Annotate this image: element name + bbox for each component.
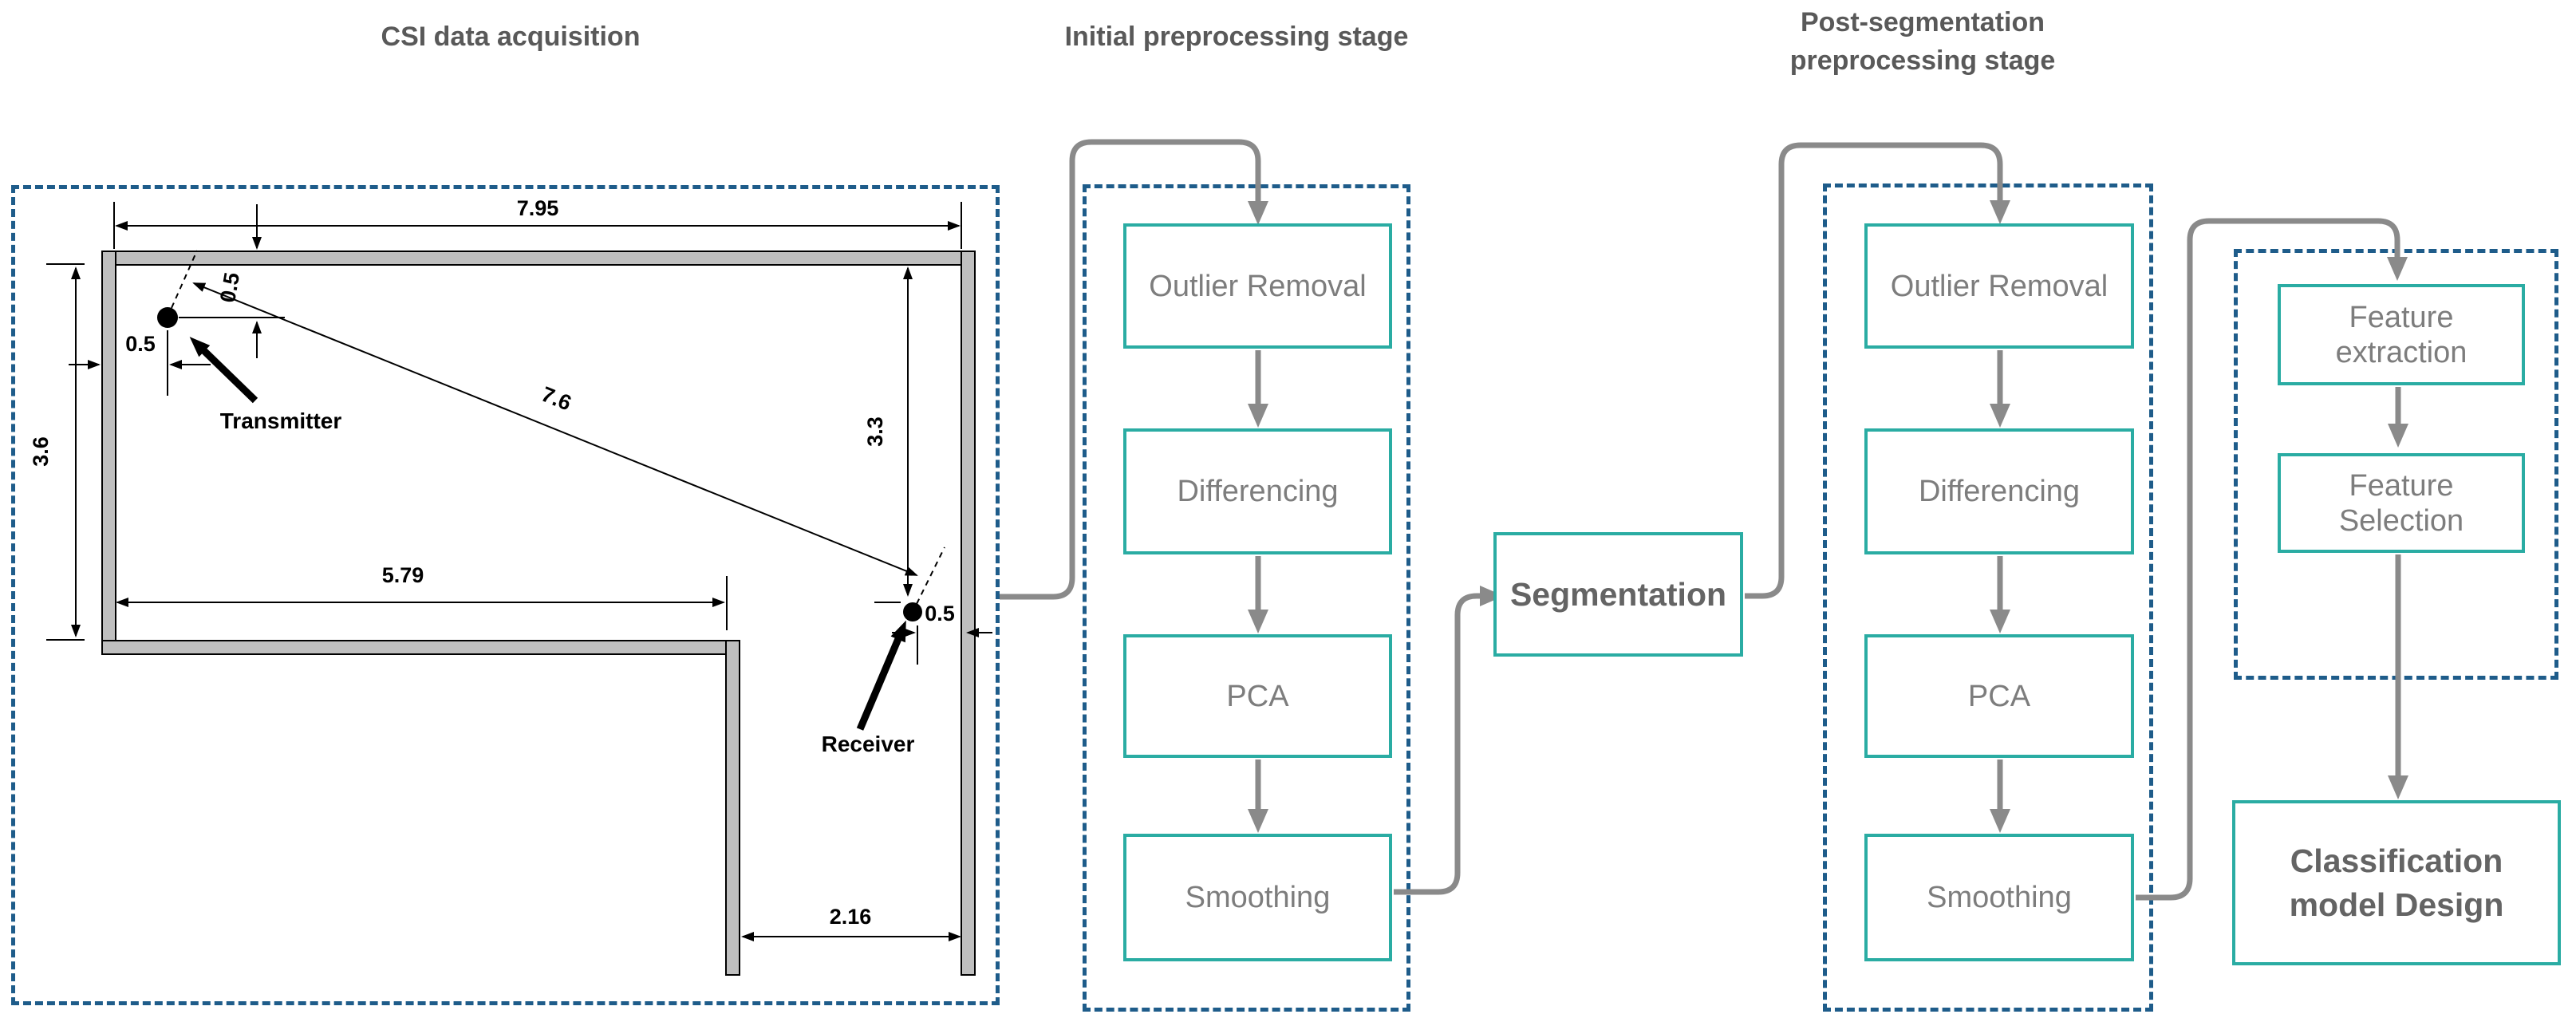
tx-extension-dashed <box>171 250 198 309</box>
box-post-smoothing: Smoothing <box>1864 834 2134 961</box>
panel-initial-preprocessing <box>1083 184 1410 1012</box>
dim-label-rx-offset: 0.5 <box>925 602 955 625</box>
receiver-dot <box>903 602 922 621</box>
title-csi-data-acquisition: CSI data acquisition <box>381 22 641 52</box>
box-segmentation: Segmentation <box>1493 532 1743 657</box>
connector-initial-to-segmentation <box>1394 586 1504 895</box>
box-post-pca: PCA <box>1864 634 2134 758</box>
transmitter-label: Transmitter <box>220 408 342 433</box>
box-feature-extraction: Feature extraction <box>2278 284 2525 385</box>
feature-extraction-line2: extraction <box>2335 335 2468 369</box>
transmitter-pointer-arrow <box>189 337 258 404</box>
classification-line2: model Design <box>2289 886 2504 923</box>
box-initial-smoothing: Smoothing <box>1123 834 1392 961</box>
wall-left <box>101 251 116 655</box>
rx-extension-dashed <box>916 546 945 605</box>
wall-right <box>961 251 976 976</box>
wall-corridor <box>725 640 740 976</box>
title-post-segmentation-line2: preprocessing stage <box>1789 45 2056 76</box>
box-post-outlier-removal: Outlier Removal <box>1864 223 2134 349</box>
title-post-segmentation-line1: Post-segmentation <box>1800 7 2045 37</box>
wall-bottom-left <box>101 640 740 655</box>
dim-76-line <box>192 282 918 576</box>
box-initial-differencing: Differencing <box>1123 428 1392 554</box>
connector-acquisition-to-initial <box>1000 139 1268 600</box>
box-feature-selection: Feature Selection <box>2278 453 2525 553</box>
receiver-pointer-arrow <box>856 620 906 731</box>
box-classification-model-design: Classification model Design <box>2232 800 2561 965</box>
dim-label-room-width: 7.95 <box>517 196 559 220</box>
flow-connectors <box>1000 139 2408 901</box>
connector-segmentation-to-post <box>1745 142 2010 599</box>
feature-selection-line1: Feature <box>2349 468 2454 503</box>
dim-label-rx-height: 3.3 <box>863 416 887 447</box>
title-post-segmentation: Post-segmentation preprocessing stage <box>1683 3 2162 80</box>
dim-label-tx-left-offset: 0.5 <box>125 332 156 356</box>
classification-line1: Classification <box>2290 842 2503 879</box>
box-initial-pca: PCA <box>1123 634 1392 758</box>
receiver-label: Receiver <box>822 732 915 756</box>
dim-label-tx-rx-distance: 7.6 <box>538 382 574 416</box>
connector-post-to-features <box>2136 218 2408 901</box>
dim-label-tx-top-offset: 0.5 <box>215 270 244 304</box>
dim-label-corridor-width: 2.16 <box>830 905 872 929</box>
floor-plan: 7.95 3.6 0.5 0.5 Transmitter 7. <box>29 196 992 976</box>
dim-label-room-height: 3.6 <box>29 436 53 467</box>
feature-extraction-line1: Feature <box>2349 300 2454 334</box>
wall-top <box>101 251 976 266</box>
box-post-differencing: Differencing <box>1864 428 2134 554</box>
dim-label-bottom-wall: 5.79 <box>382 563 424 587</box>
title-initial-preprocessing: Initial preprocessing stage <box>1064 22 1409 52</box>
panel-csi-acquisition <box>11 185 1000 1005</box>
panel-post-preprocessing <box>1823 183 2153 1012</box>
feature-selection-line2: Selection <box>2338 503 2464 538</box>
box-initial-outlier-removal: Outlier Removal <box>1123 223 1392 349</box>
transmitter-dot <box>157 307 178 328</box>
